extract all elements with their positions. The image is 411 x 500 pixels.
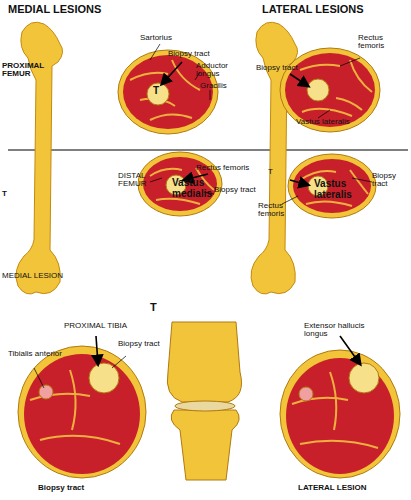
tumor-marker: Vastus lateralis: [314, 179, 326, 200]
thigh-cross-section: [138, 152, 222, 216]
biopsy-label: Biopsy tract: [168, 50, 228, 58]
muscle-label: Vastus lateralis: [296, 118, 366, 126]
knee-joint: [167, 322, 241, 480]
label: MEDIAL LESION: [2, 272, 122, 280]
biopsy-label: Rectus femoris: [196, 164, 256, 172]
view-label: LATERAL LESION: [298, 484, 408, 492]
muscle-label: Tibialis anterior: [8, 350, 64, 358]
view-label: Biopsy tract: [38, 484, 148, 492]
muscle-label: DISTAL FEMUR: [118, 172, 154, 189]
biopsy-label: PROXIMAL TIBIA: [64, 322, 134, 330]
muscle-label: Sartorius: [140, 34, 200, 42]
leg-cross-section: [280, 350, 400, 478]
section-heading: MEDIAL LESIONS: [8, 4, 148, 16]
biopsy-label: Biopsy tract: [256, 64, 316, 72]
biopsy-arrow: [96, 62, 360, 364]
muscle-label: Rectus femoris: [358, 34, 398, 51]
femur-bone: [16, 22, 298, 294]
tumor-marker: T: [153, 86, 165, 97]
muscle-label: Biopsy tract: [214, 186, 258, 194]
biopsy-label: Extensor hallucis longus: [304, 322, 374, 339]
region-label: T: [2, 190, 62, 198]
divider-line: [8, 150, 408, 151]
section-heading: LATERAL LESIONS: [262, 4, 407, 16]
thigh-cross-section: [280, 48, 380, 132]
biopsy-label: T: [268, 168, 308, 176]
muscle-label: Gracilis: [200, 82, 250, 90]
muscle-label: Biopsy tract: [118, 340, 164, 348]
muscle-label: Adductor longus: [196, 62, 240, 79]
tumor-marker: Vastus medialis: [172, 178, 184, 199]
thigh-cross-section: [288, 154, 376, 218]
muscle-label: Biopsy tract: [372, 172, 408, 189]
region-label: PROXIMAL FEMUR: [2, 62, 62, 79]
region-label: T: [150, 302, 270, 314]
muscle-label: Rectus femoris: [258, 202, 298, 219]
leg-cross-section: [18, 346, 146, 478]
